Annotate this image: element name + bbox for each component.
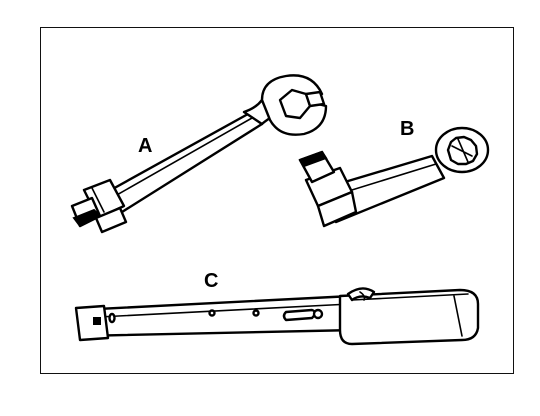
label-c: C <box>204 270 219 292</box>
torque-wrench-icon <box>74 287 480 346</box>
flare-nut-crowfoot-wrench-icon <box>70 74 328 234</box>
figure-frame <box>40 27 514 374</box>
ring-crowfoot-adapter-icon <box>298 126 490 228</box>
label-b: B <box>400 118 415 140</box>
label-a: A <box>138 135 153 157</box>
